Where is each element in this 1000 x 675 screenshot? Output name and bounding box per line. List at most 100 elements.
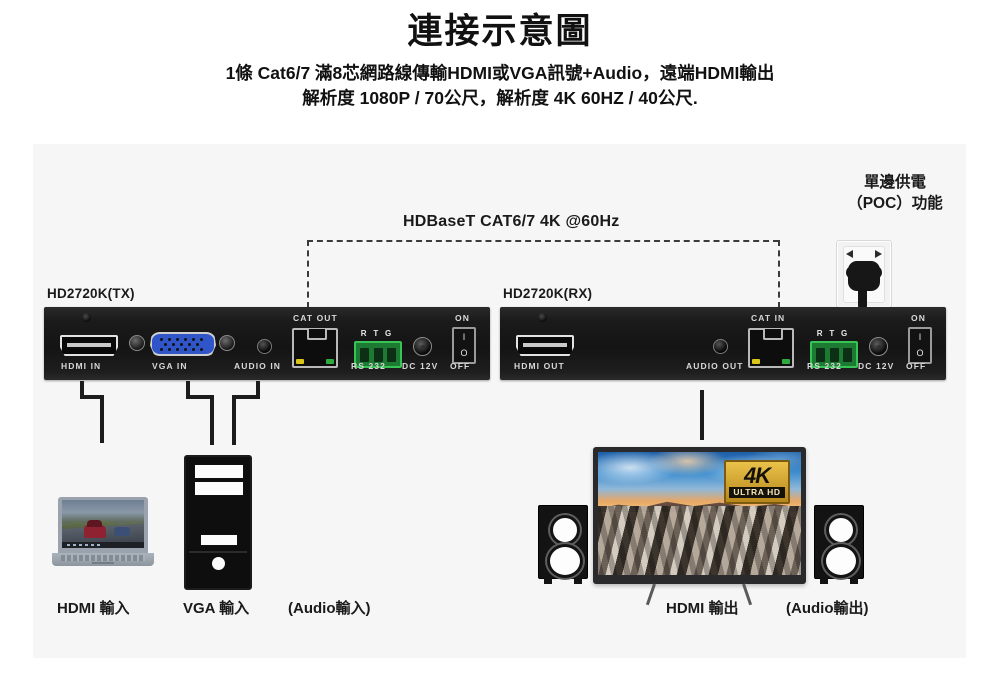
footer-audio-in: (Audio輸入) bbox=[288, 600, 371, 617]
tx-vga-port[interactable] bbox=[150, 332, 216, 356]
laptop-icon bbox=[52, 497, 154, 567]
subtitle-line-1: 1條 Cat6/7 滿8芯網路線傳輸HDMI或VGA訊號+Audio，遠端HDM… bbox=[225, 63, 775, 83]
tower-drive-bay-1 bbox=[194, 464, 244, 479]
speaker-right-icon bbox=[814, 505, 864, 584]
speaker-right-foot-right bbox=[850, 578, 858, 584]
laptop-screen-taskbar bbox=[62, 542, 144, 548]
speaker-left-tweeter bbox=[550, 515, 580, 545]
rx-rs232-pin-g: G bbox=[840, 329, 848, 338]
tx-rs232-pin-t: T bbox=[373, 329, 379, 338]
tv-screen: 4K ULTRA HD bbox=[598, 452, 801, 575]
outlet-slot-right bbox=[875, 250, 882, 258]
wire-hdmi-in-vertical-bottom bbox=[100, 395, 104, 443]
speaker-left-foot-right bbox=[574, 578, 582, 584]
tv-screen-terrain bbox=[598, 506, 801, 575]
rx-rocker-on-mark: I bbox=[918, 331, 922, 342]
rx-rj45-led-green bbox=[782, 359, 790, 364]
rx-dc-label: DC 12V bbox=[858, 361, 895, 371]
outlet-slot-left bbox=[846, 250, 853, 258]
rx-rs232-screw-1 bbox=[816, 347, 826, 362]
laptop-keyboard bbox=[61, 555, 145, 561]
tx-rj45-led-yellow bbox=[296, 359, 304, 364]
tower-drive-bay-2 bbox=[194, 481, 244, 496]
wire-audio-in-horizontal bbox=[232, 395, 260, 399]
wire-audio-in-vertical-top bbox=[256, 381, 260, 399]
power-cord bbox=[858, 287, 867, 309]
tx-audio-jack[interactable] bbox=[257, 339, 272, 354]
footer-vga-in: VGA 輸入 bbox=[183, 600, 250, 617]
rx-power-switch[interactable]: I O bbox=[908, 327, 932, 364]
tx-dc-label: DC 12V bbox=[402, 361, 439, 371]
rx-device-name: HD2720K(RX) bbox=[503, 286, 593, 301]
tx-rs232-screw-3 bbox=[386, 347, 396, 362]
wall-outlet-icon bbox=[836, 240, 892, 309]
speaker-right-woofer bbox=[823, 544, 859, 578]
tx-device[interactable]: HDMI IN VGA IN AUDIO IN CAT OUT R T G RS… bbox=[44, 307, 490, 380]
rx-switch-on-label: ON bbox=[911, 313, 926, 323]
rx-device[interactable]: HDMI OUT AUDIO OUT CAT IN R T G RS 232 D… bbox=[500, 307, 946, 380]
speaker-left-icon bbox=[538, 505, 588, 584]
badge-ultrahd-text: ULTRA HD bbox=[729, 487, 785, 498]
rx-hdmi-port[interactable] bbox=[516, 335, 574, 356]
speaker-right-foot-left bbox=[820, 578, 828, 584]
rx-rs232-pin-t: T bbox=[829, 329, 835, 338]
tx-power-switch[interactable]: I O bbox=[452, 327, 476, 364]
rx-audio-jack[interactable] bbox=[713, 339, 728, 354]
tx-hdmi-port[interactable] bbox=[60, 335, 118, 356]
rx-rs232-label: RS 232 bbox=[807, 361, 842, 371]
rx-rs232-terminal[interactable] bbox=[810, 341, 858, 368]
cat-link-dashed-right-leg bbox=[778, 240, 780, 308]
power-plug bbox=[846, 261, 882, 291]
tx-rs232-terminal[interactable] bbox=[354, 341, 402, 368]
rx-rs232-pin-r: R bbox=[816, 329, 823, 338]
4k-ultrahd-badge: 4K ULTRA HD bbox=[724, 460, 790, 504]
wire-vga-in-horizontal bbox=[186, 395, 214, 399]
tx-dc-power-port[interactable] bbox=[413, 337, 432, 356]
wire-vga-in-vertical-top bbox=[186, 381, 190, 399]
tx-cat-label: CAT OUT bbox=[293, 313, 338, 323]
cat-link-dashed-left-leg bbox=[307, 240, 309, 308]
rx-dc-power-port[interactable] bbox=[869, 337, 888, 356]
tx-vga-screw-left-icon bbox=[129, 335, 145, 351]
wire-audio-in-vertical-bottom bbox=[232, 395, 236, 445]
tx-rs232-label: RS 232 bbox=[351, 361, 386, 371]
rx-rs232-screw-2 bbox=[829, 347, 839, 362]
tx-cat-rj45-port[interactable] bbox=[292, 328, 338, 368]
tx-rs232-pin-labels: R T G bbox=[354, 329, 398, 338]
tx-rs232-pin-r: R bbox=[360, 329, 367, 338]
rx-rj45-led-yellow bbox=[752, 359, 760, 364]
footer-audio-out: (Audio輸出) bbox=[786, 600, 869, 617]
tx-vga-label: VGA IN bbox=[152, 361, 188, 371]
tx-rj45-led-green bbox=[326, 359, 334, 364]
poc-label: 單邊供電 （POC）功能 bbox=[820, 172, 970, 215]
tower-power-button[interactable] bbox=[212, 557, 225, 570]
wire-hdmi-in-horizontal bbox=[80, 395, 104, 399]
tx-audio-label: AUDIO IN bbox=[234, 361, 282, 371]
cat-link-dashed-top bbox=[307, 240, 779, 242]
rx-hdmi-label: HDMI OUT bbox=[514, 361, 565, 371]
subtitle-line-2: 解析度 1080P / 70公尺，解析度 4K 60HZ / 40公尺. bbox=[302, 87, 698, 108]
page-title: 連接示意圖 bbox=[407, 12, 593, 51]
tx-vga-screw-right-icon bbox=[219, 335, 235, 351]
tx-switch-off-label: OFF bbox=[450, 361, 471, 371]
tv-icon: 4K ULTRA HD bbox=[593, 447, 806, 606]
tower-drive-bay-3 bbox=[200, 534, 238, 546]
rx-rs232-pin-labels: R T G bbox=[810, 329, 854, 338]
speaker-left-foot-left bbox=[544, 578, 552, 584]
rx-audio-label: AUDIO OUT bbox=[686, 361, 744, 371]
laptop-screen-car bbox=[84, 520, 106, 538]
tx-switch-on-label: ON bbox=[455, 313, 470, 323]
rx-cat-rj45-port[interactable] bbox=[748, 328, 794, 368]
tx-rj45-tab bbox=[307, 329, 327, 340]
tx-rocker-off-mark: O bbox=[460, 348, 468, 359]
tower-panel-split bbox=[189, 551, 247, 553]
wire-hdmi-out-vertical bbox=[700, 390, 704, 440]
tx-hdmi-label: HDMI IN bbox=[61, 361, 102, 371]
laptop-touchpad bbox=[92, 562, 114, 564]
speaker-left-woofer bbox=[547, 544, 583, 578]
rx-screw-icon bbox=[538, 313, 547, 322]
badge-4k-text: 4K bbox=[743, 463, 771, 489]
page-header: 連接示意圖 1條 Cat6/7 滿8芯網路線傳輸HDMI或VGA訊號+Audio… bbox=[0, 0, 1000, 111]
poc-label-line-2: （POC）功能 bbox=[847, 195, 943, 213]
speaker-right-tweeter bbox=[826, 515, 856, 545]
